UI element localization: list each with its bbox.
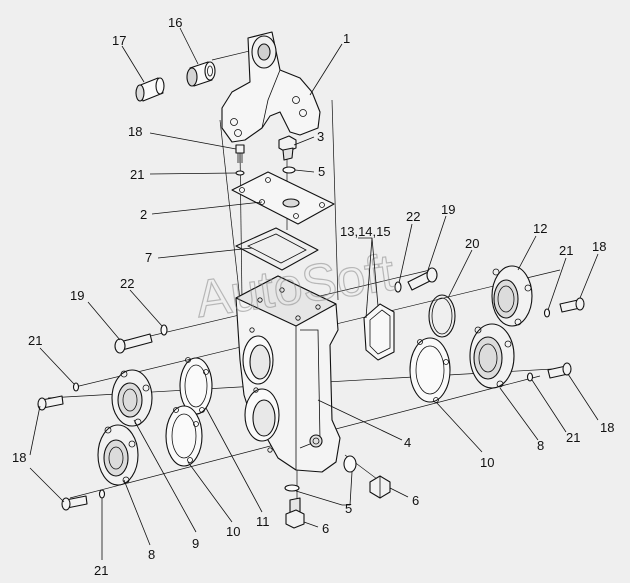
label-11: 11: [256, 514, 270, 529]
label-5-top: 5: [318, 164, 325, 179]
label-20: 20: [465, 236, 479, 251]
label-21-bottom-left: 21: [94, 563, 108, 578]
label-19-left: 19: [70, 288, 84, 303]
label-6-bottom: 6: [322, 521, 329, 536]
part-18-bolt-top: [235, 144, 245, 163]
label-18-top: 18: [128, 124, 142, 139]
label-21-top: 21: [130, 167, 144, 182]
part-6-plug-right: [369, 475, 391, 499]
label-21-upper-right: 21: [559, 243, 573, 258]
part-21-washer-top: [235, 170, 245, 176]
part-11-gasket-left-upper: [179, 357, 213, 415]
label-13-14-15: 13,14,15: [340, 224, 391, 239]
part-6-plug-bottom: [285, 497, 305, 529]
part-18-bolt-upper-right: [559, 297, 585, 313]
part-2-cover-plate: [231, 171, 335, 225]
label-18-lower-right: 18: [600, 420, 614, 435]
part-9-flange-left: [111, 369, 153, 427]
part-10-gasket-right: [409, 337, 451, 403]
part-5-washer-lower-b: [284, 484, 300, 492]
part-1-bracket: [221, 31, 321, 143]
label-16: 16: [168, 15, 182, 30]
label-8-left: 8: [148, 547, 155, 562]
part-4-housing: [235, 275, 341, 473]
part-5-washer-top: [282, 166, 296, 174]
part-8-flange-left: [97, 424, 139, 486]
label-22-left: 22: [120, 276, 134, 291]
label-3: 3: [317, 129, 324, 144]
part-21-washer-left-upper: [72, 382, 80, 392]
part-21-washer-lower-right: [526, 372, 534, 382]
part-3-plug: [278, 135, 297, 161]
label-21-left-upper: 21: [28, 333, 42, 348]
part-10-gasket-left: [165, 405, 203, 467]
part-17-sleeve: [135, 77, 165, 102]
part-8-flange-right: [469, 323, 515, 389]
part-19-bolt-left: [114, 333, 153, 354]
label-5-lower: 5: [345, 501, 352, 516]
part-7-gasket: [235, 227, 319, 271]
part-22-washer-right: [394, 281, 402, 293]
label-18-left: 18: [12, 450, 26, 465]
label-1: 1: [343, 31, 350, 46]
label-9: 9: [192, 536, 199, 551]
label-4: 4: [404, 435, 411, 450]
label-19-right: 19: [441, 202, 455, 217]
label-22-right: 22: [406, 209, 420, 224]
part-12-flange-cover: [491, 265, 533, 327]
label-7: 7: [145, 250, 152, 265]
label-10-left: 10: [226, 524, 240, 539]
part-20-o-ring: [428, 294, 456, 338]
part-5-washer-lower-a: [343, 455, 357, 473]
part-21-washer-left-lower: [98, 489, 106, 499]
label-18-upper-right: 18: [592, 239, 606, 254]
label-2: 2: [140, 207, 147, 222]
label-21-lower-right: 21: [566, 430, 580, 445]
callout-labels: 1 3 5 16 17 18 21 2 7 13,14,15 22 19 20 …: [12, 15, 614, 578]
part-21-washer-upper-right: [543, 308, 551, 318]
label-6-right: 6: [412, 493, 419, 508]
part-18-bolt-left-lower: [61, 495, 88, 511]
part-16-bushing: [186, 61, 216, 87]
label-17: 17: [112, 33, 126, 48]
part-22-washer-left: [160, 324, 168, 336]
label-12: 12: [533, 221, 547, 236]
label-10-right: 10: [480, 455, 494, 470]
label-8-right: 8: [537, 438, 544, 453]
part-19-bolt-right: [407, 267, 438, 291]
part-13-14-15-shims: [363, 303, 395, 361]
leader-lines: [29, 27, 599, 560]
